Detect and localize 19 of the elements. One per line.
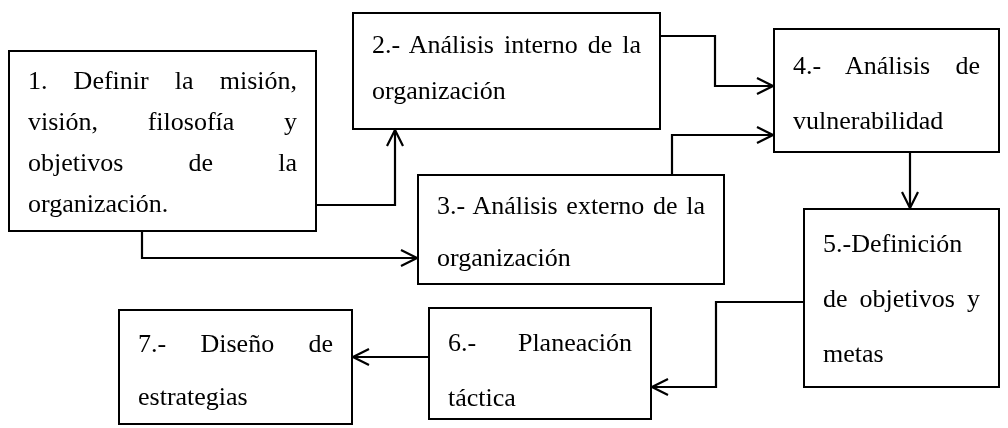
arrow (900, 153, 920, 210)
process-box (417, 174, 725, 285)
process-box (118, 309, 353, 425)
process-box (428, 307, 652, 420)
box-text: 6.- Planeación táctica (448, 327, 632, 414)
arrow (317, 128, 405, 207)
box-text: 5.-Definición de objetivos y metas (823, 228, 980, 370)
arrow (140, 232, 419, 268)
box-text: 4.- Análisis de vulnerabilidad (793, 50, 980, 137)
process-box (352, 12, 661, 130)
box-text: 7.- Diseño de estrategias (138, 328, 333, 413)
process-box (773, 28, 1000, 153)
box-text: 1. Definir la misión, visión, filosofía y objetivos de la organización. (28, 65, 297, 220)
arrow (670, 125, 775, 174)
process-box (8, 50, 317, 232)
arrow (661, 34, 775, 96)
box-text: 3.- Análisis externo de la organización (437, 190, 705, 274)
process-box (803, 208, 1000, 388)
box-text: 2.- Análisis interno de la organización (372, 29, 641, 107)
